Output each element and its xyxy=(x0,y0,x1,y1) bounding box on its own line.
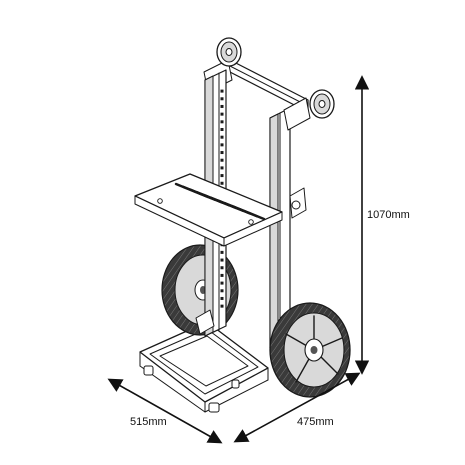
top-wheel-right xyxy=(309,89,335,119)
right-wheel xyxy=(269,302,351,398)
dimension-width: 475mm xyxy=(233,372,361,443)
base-frame xyxy=(139,321,269,413)
mast-hole xyxy=(220,289,224,293)
shelf-slots xyxy=(174,182,266,221)
mast-hole xyxy=(220,281,224,285)
front-left-foot xyxy=(143,365,154,376)
mast-hole xyxy=(220,104,224,108)
mast-hole xyxy=(220,128,224,131)
mast-hole xyxy=(220,158,224,162)
depth-label: 515mm xyxy=(130,416,167,428)
mast-hole xyxy=(220,112,224,116)
mast-hole xyxy=(220,181,224,185)
mast-hole xyxy=(220,296,224,300)
mast-hole xyxy=(220,151,224,155)
mast-hole xyxy=(220,120,224,124)
lower-bracket xyxy=(195,309,215,335)
height-label: 1070mm xyxy=(367,209,410,221)
mast-hole xyxy=(220,174,224,178)
dimension-height: 1070mm xyxy=(354,75,410,375)
shelf-slot xyxy=(230,204,266,221)
mast-hole xyxy=(220,89,224,93)
mast-hole xyxy=(220,143,224,147)
double-headed-arrow-icon xyxy=(233,372,361,443)
mast-hole xyxy=(220,166,224,170)
mast-hole xyxy=(220,250,224,254)
mast-hole xyxy=(220,273,224,277)
front-right-foot xyxy=(208,402,220,413)
mast-hole xyxy=(220,258,224,262)
mast-hole xyxy=(220,97,224,101)
top-wheel-left xyxy=(216,37,242,67)
double-headed-arrow-icon xyxy=(107,378,223,444)
dimension-depth: 515mm xyxy=(107,378,223,444)
mast-hole xyxy=(220,266,224,270)
shelf xyxy=(134,173,283,247)
width-label: 475mm xyxy=(297,416,334,428)
mast-hole xyxy=(220,304,224,308)
clamp-knob xyxy=(289,187,307,219)
rear-foot xyxy=(231,379,240,389)
mast-hole xyxy=(220,135,224,139)
